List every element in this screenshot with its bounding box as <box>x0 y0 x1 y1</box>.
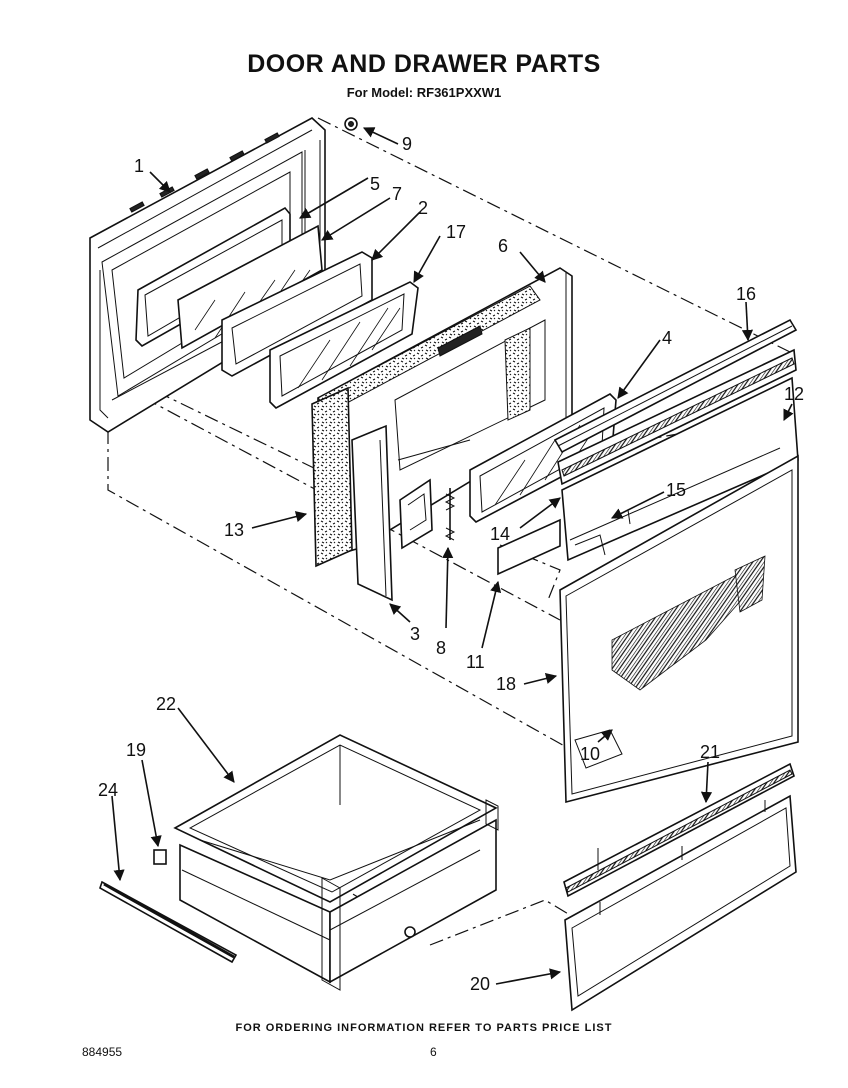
callout-22: 22 <box>156 694 176 714</box>
door-baffle <box>399 478 433 550</box>
callout-labels: 1 2 3 4 5 6 7 8 9 10 11 12 13 14 15 16 1… <box>98 134 804 994</box>
side-channel <box>351 424 393 602</box>
callout-10: 10 <box>580 744 600 764</box>
callout-14: 14 <box>490 524 510 544</box>
callout-11: 11 <box>466 652 485 672</box>
assembly-guide-lines <box>107 117 791 946</box>
callout-17: 17 <box>446 222 466 242</box>
callout-9: 9 <box>402 134 412 154</box>
callout-13: 13 <box>224 520 244 540</box>
callout-2: 2 <box>418 198 428 218</box>
callout-24: 24 <box>98 780 118 800</box>
callout-8: 8 <box>436 638 446 658</box>
model-subtitle: For Model: RF361PXXW1 <box>346 85 502 100</box>
ordering-note: FOR ORDERING INFORMATION REFER TO PARTS … <box>235 1022 613 1034</box>
hinge-spring <box>444 488 456 541</box>
callout-12: 12 <box>784 384 804 404</box>
callout-3: 3 <box>410 624 420 644</box>
callout-5: 5 <box>370 174 380 194</box>
catalog-number: 884955 <box>82 1045 123 1059</box>
door-insulation <box>311 386 353 568</box>
callout-15: 15 <box>666 480 686 500</box>
page-title: DOOR AND DRAWER PARTS <box>247 50 601 78</box>
vent-tray <box>497 518 561 576</box>
callout-7: 7 <box>392 184 402 204</box>
outer-door-panel <box>559 454 799 804</box>
callout-19: 19 <box>126 740 146 760</box>
drawer-front-trim <box>563 762 795 898</box>
callout-18: 18 <box>496 674 516 694</box>
drawer-front-panel <box>564 794 797 1012</box>
page-number: 6 <box>430 1045 437 1059</box>
drawer-glide-rail <box>99 880 238 964</box>
callout-20: 20 <box>470 974 490 994</box>
callout-4: 4 <box>662 328 672 348</box>
callout-1: 1 <box>134 156 144 176</box>
callout-21: 21 <box>700 742 720 762</box>
door-handle-trim <box>553 318 798 486</box>
callout-16: 16 <box>736 284 756 304</box>
drawer-roller <box>153 849 167 865</box>
callout-6: 6 <box>498 236 508 256</box>
screw-part <box>344 117 358 131</box>
callout-leaders <box>111 127 794 985</box>
glass-pane-middle <box>269 281 419 409</box>
storage-drawer <box>173 734 499 991</box>
